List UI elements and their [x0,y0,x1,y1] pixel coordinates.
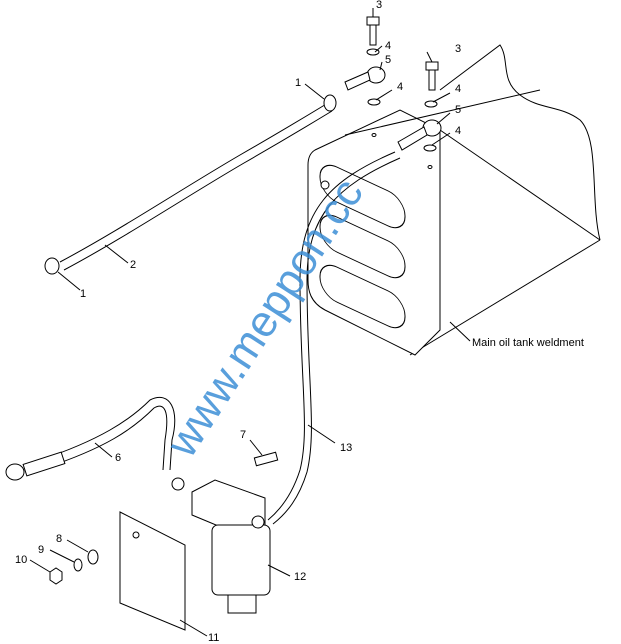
clamp-bottom [44,257,60,275]
main-oil-tank [307,44,601,356]
callout-10: 10 [15,554,27,566]
callout-4b2: 4 [455,125,461,137]
callout-5b: 5 [455,104,461,116]
callout-5a: 5 [385,54,391,66]
bolt-7 [253,451,279,467]
leader-lines [29,8,471,637]
callout-13: 13 [340,442,352,454]
callout-7: 7 [240,429,246,441]
tank-port [320,180,330,190]
callout-4b: 4 [455,83,461,95]
hose-6 [5,397,185,491]
callout-1-bottom: 1 [80,288,86,300]
fitting-group-a [344,16,386,137]
hose-13 [267,151,396,521]
hardware-8-9-10 [49,549,99,585]
tank-label: Main oil tank weldment [472,337,584,349]
callout-9: 9 [38,544,44,556]
callout-4a2: 4 [397,81,403,93]
callout-8: 8 [56,533,62,545]
callout-3a: 3 [376,0,382,11]
callout-6: 6 [115,452,121,464]
filter-12 [191,451,279,614]
bracket-11 [119,511,186,631]
callout-11: 11 [208,632,219,644]
hose-2 [44,94,337,275]
callout-4a: 4 [385,40,391,52]
callout-3b: 3 [455,43,461,55]
fitting-group-b [397,61,442,169]
callout-12: 12 [294,571,306,583]
clamp-top [323,94,337,112]
callout-2: 2 [130,259,136,271]
callout-1-top: 1 [295,77,301,89]
